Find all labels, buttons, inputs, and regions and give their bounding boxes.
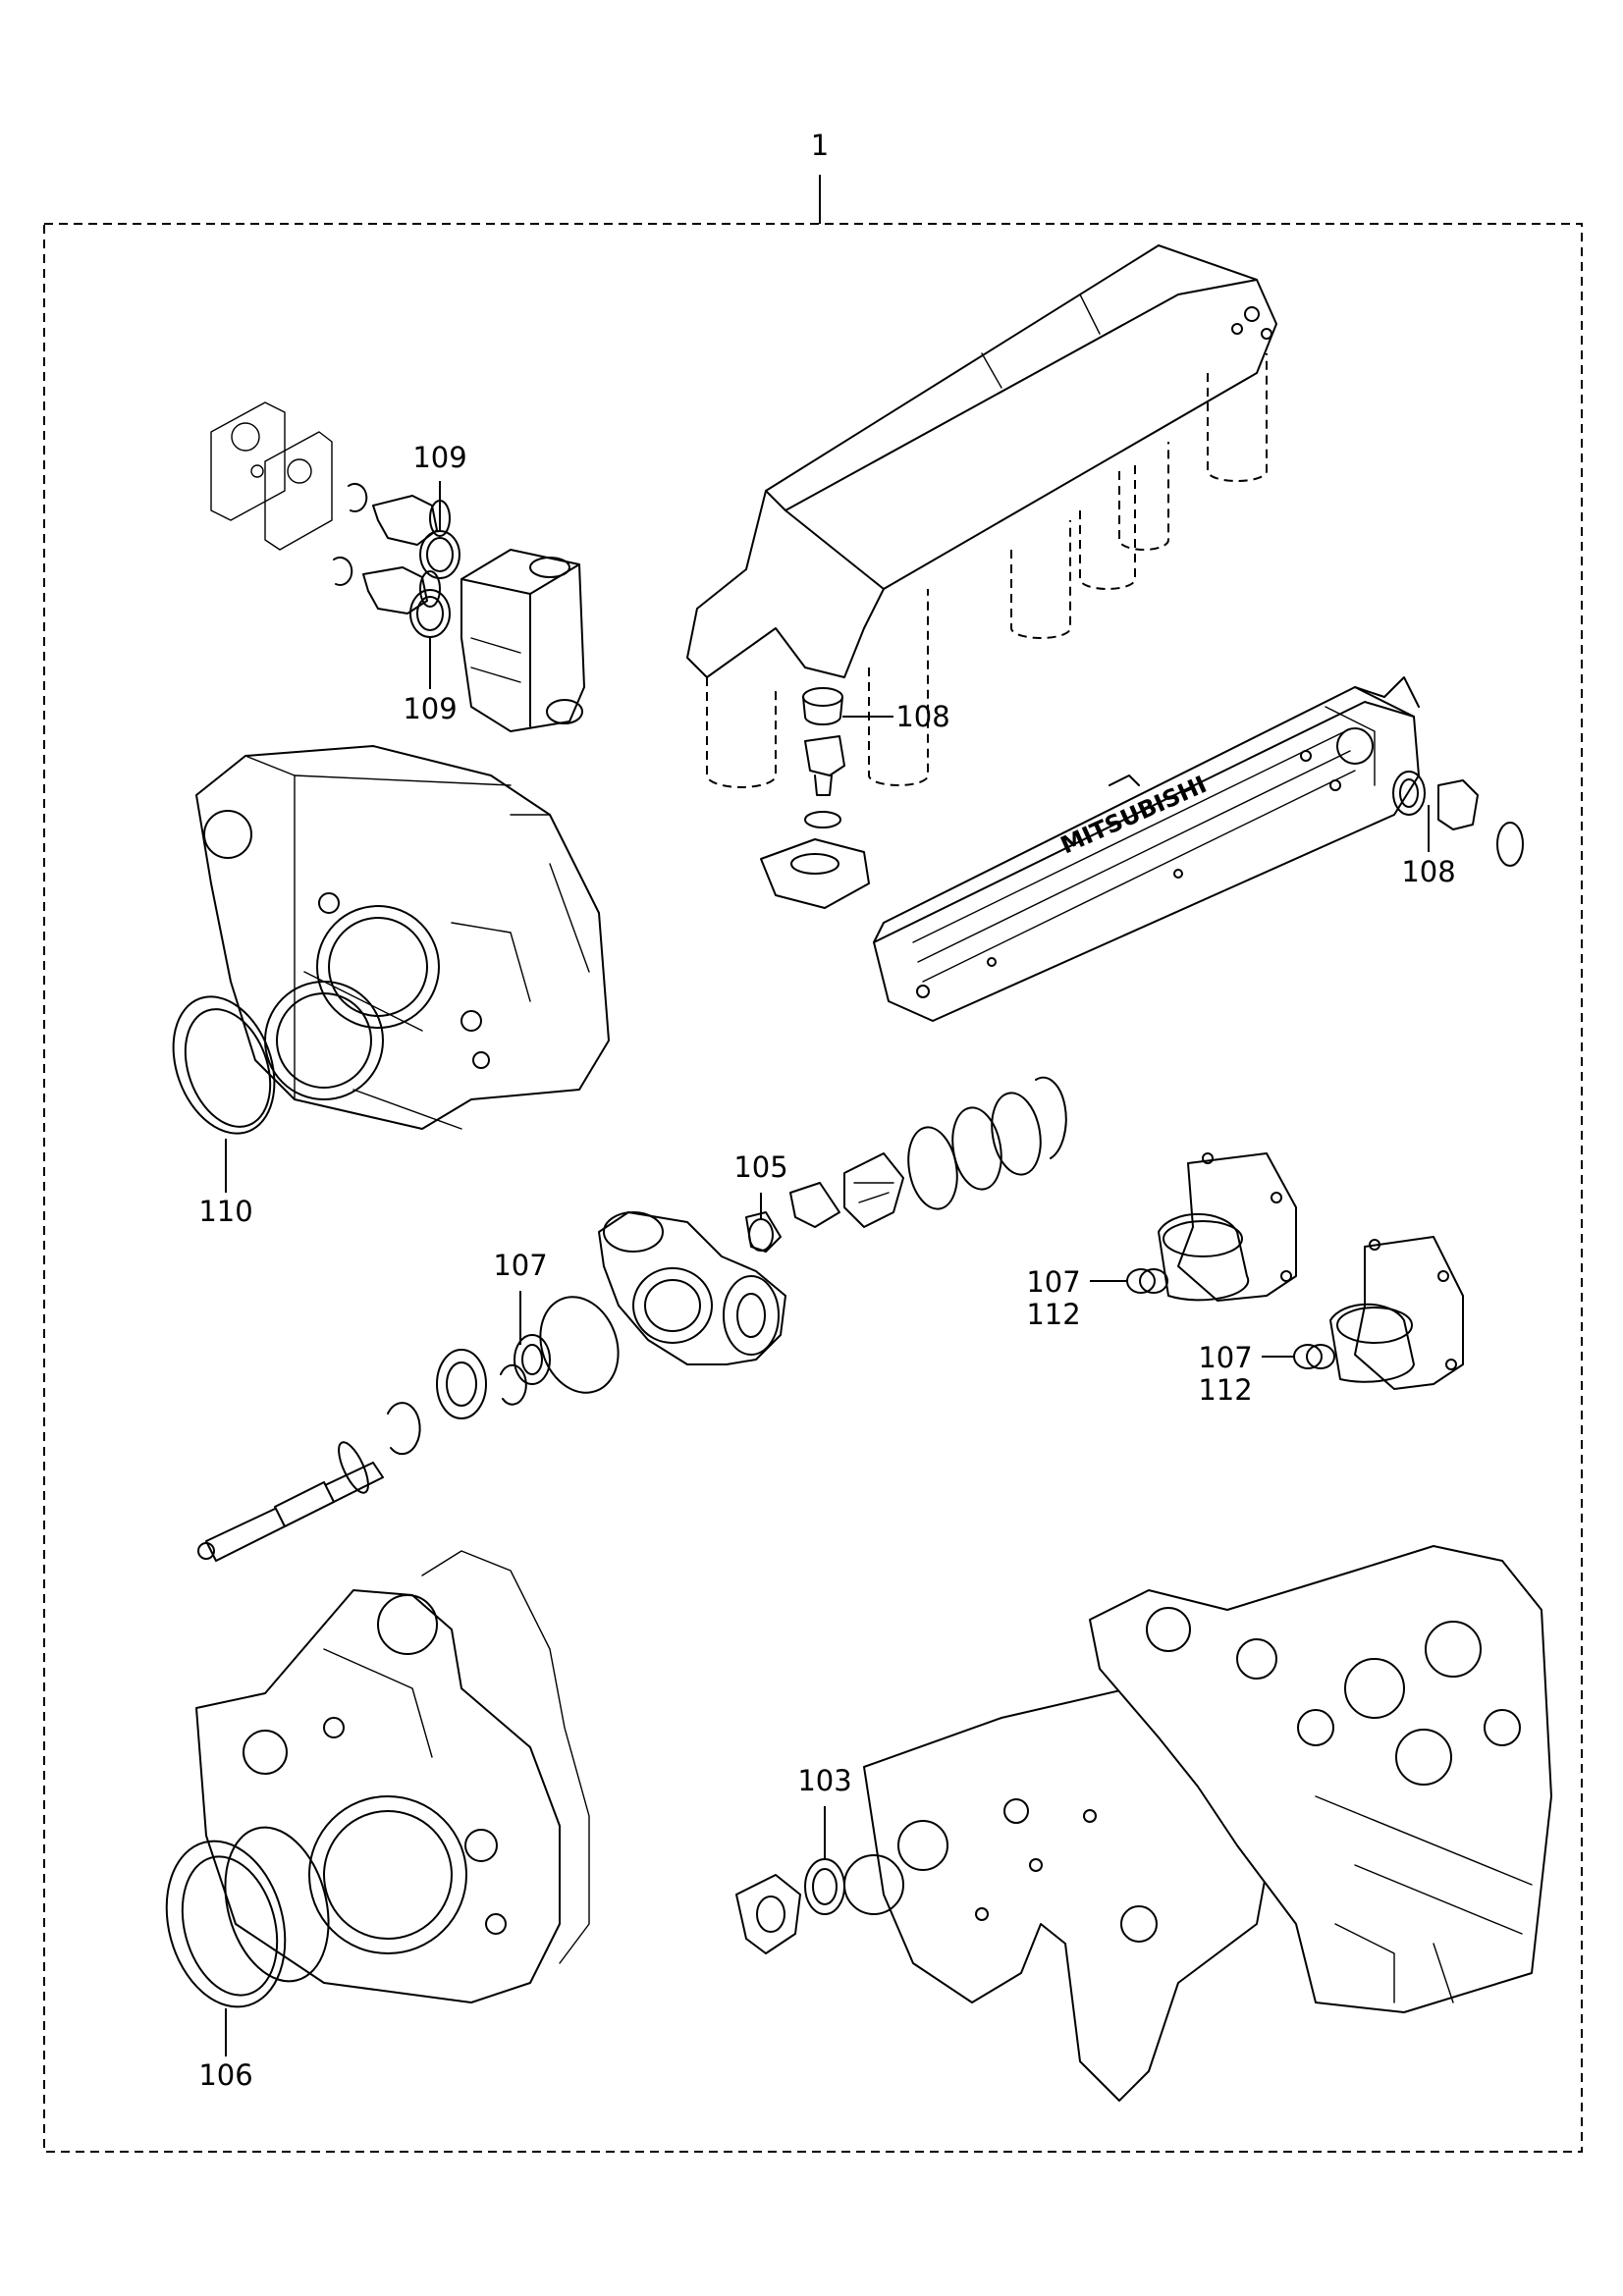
seal-103 — [735, 1806, 845, 1954]
callout-109-bottom: 109 — [403, 692, 458, 725]
callout-112-right-a: 112 — [1026, 1298, 1081, 1332]
callout-110: 110 — [198, 1195, 253, 1228]
callout-107-right-b: 107 — [1198, 1341, 1253, 1374]
thermostat-108-group — [760, 687, 870, 909]
thermostat-housing-group — [210, 401, 585, 732]
leader-lines — [429, 481, 893, 1345]
gear-case-lower — [195, 1550, 590, 2003]
callout-108-right: 108 — [1401, 855, 1456, 888]
callout-107-center: 107 — [493, 1249, 548, 1282]
callout-112-right-b: 112 — [1198, 1373, 1253, 1408]
callout-107-112-b: 107 112 — [1198, 1341, 1253, 1408]
water-manifold — [686, 244, 1277, 788]
callout-103: 103 — [797, 1764, 852, 1797]
callout-107-112-a: 107 112 — [1026, 1265, 1081, 1332]
water-pump — [197, 1076, 1067, 1562]
callout-1: 1 — [810, 129, 830, 162]
flywheel-housing-upper — [195, 745, 610, 1130]
callout-105: 105 — [733, 1150, 788, 1184]
oil-seal-110 — [172, 995, 276, 1193]
pulley-covers — [1090, 1152, 1464, 1390]
callout-108-upper: 108 — [895, 700, 950, 733]
oil-seal-106 — [165, 1826, 330, 2056]
assembly-boundary — [43, 175, 1583, 2153]
valve-cover: MITSUBISHI — [873, 676, 1524, 1022]
callout-106: 106 — [198, 2058, 253, 2092]
cylinder-block — [1089, 1545, 1552, 2013]
callout-109-top: 109 — [412, 441, 467, 474]
callout-107-right-a: 107 — [1026, 1265, 1081, 1299]
